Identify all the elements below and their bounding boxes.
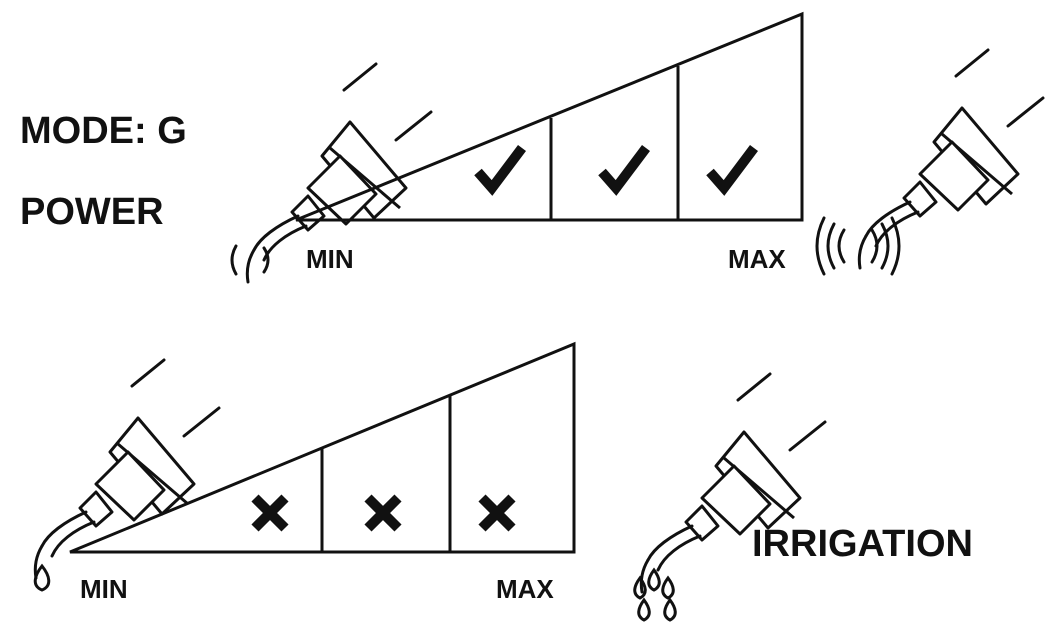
irrigation-cross-1 [251,494,289,532]
irrigation-min-handpiece-icon [33,358,221,592]
power-checkmark-1 [474,145,526,196]
power-min-handpiece-icon [230,62,433,284]
power-title: POWER [20,191,164,233]
irrigation-level-wedge [69,341,576,554]
power-level-wedge [295,11,804,222]
irrigation-min-label: MIN [80,574,128,604]
irrigation-title: IRRIGATION [752,523,973,565]
power-checkmark-3 [706,145,758,196]
irrigation-max-label: MAX [496,574,554,604]
irrigation-cross-3 [478,494,516,532]
power-min-label: MIN [306,244,354,274]
power-checkmark-2 [598,145,650,196]
power-max-handpiece-icon [815,48,1045,276]
irrigation-max-handpiece-icon [633,372,827,622]
power-max-label: MAX [728,244,786,274]
mode-label: MODE: G [20,110,187,152]
irrigation-cross-2 [364,494,402,532]
